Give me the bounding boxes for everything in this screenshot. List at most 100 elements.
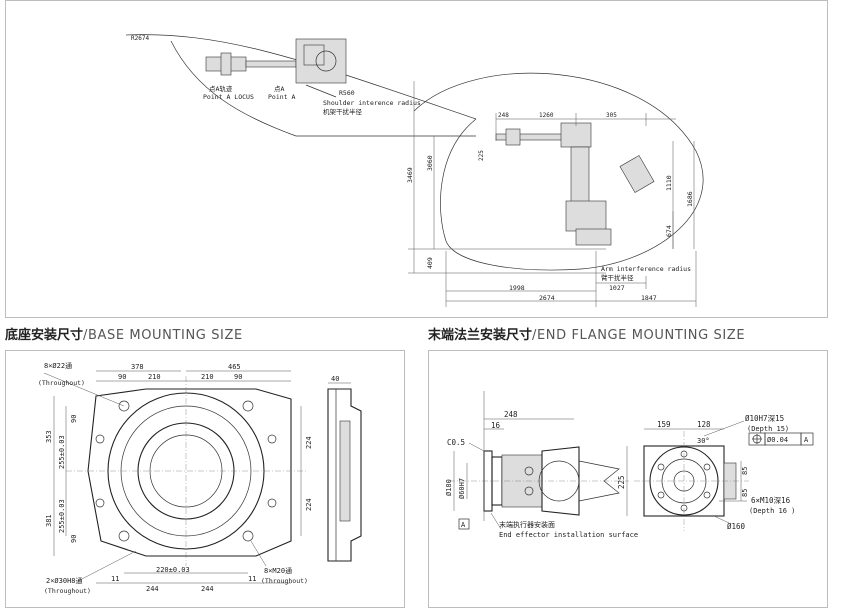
label-90d: 90 [70, 535, 78, 543]
label-381: 381 [45, 514, 53, 527]
flange-heading-cn: 末端法兰安装尺寸 [428, 328, 533, 343]
label-r560: R560 [339, 89, 355, 97]
label-holes2: 2×Ø30H8通 [46, 576, 83, 585]
label-225: 225 [617, 475, 626, 489]
base-heading-en: /BASE MOUNTING SIZE [83, 328, 243, 343]
label-244b: 244 [201, 585, 214, 593]
label-248: 248 [498, 112, 509, 119]
label-through3: (Throughout) [261, 577, 308, 585]
label-3469: 3469 [406, 167, 414, 183]
label-1847: 1847 [641, 294, 657, 302]
working-range-panel: R2674 点A轨迹 Point A LOCUS 点A Point A R560… [5, 0, 828, 318]
leader-d160 [713, 515, 730, 524]
label-surface-en: End effector installation surface [499, 531, 638, 539]
label-224a: 224 [305, 436, 313, 449]
base-heading-cn: 底座安装尺寸 [5, 328, 84, 343]
label-11b: 11 [248, 575, 256, 583]
label-305: 305 [606, 112, 617, 119]
label-d60h7: Ø60H7 [458, 478, 466, 499]
leader-hole10 [703, 420, 745, 437]
flange-heading-en: /END FLANGE MOUNTING SIZE [532, 328, 746, 343]
pointA-locus-arc [170, 40, 297, 137]
label-40: 40 [331, 375, 339, 383]
base-side-view [327, 388, 362, 562]
label-2674: 2674 [539, 294, 555, 302]
label-holes8: 8×Ø22通 [44, 361, 72, 370]
robot-upright [495, 122, 655, 246]
label-pointA-en: Point A [268, 93, 295, 101]
label-378: 378 [131, 363, 144, 371]
label-244a: 244 [146, 585, 159, 593]
label-85b: 85 [741, 489, 749, 497]
label-248: 248 [504, 410, 518, 419]
working-range-drawing: R2674 点A轨迹 Point A LOCUS 点A Point A R560… [125, 34, 704, 307]
label-1998: 1998 [509, 284, 525, 292]
leader-surface [490, 512, 502, 530]
label-d180: Ø180 [445, 479, 453, 496]
label-90c: 90 [70, 415, 78, 423]
base-mounting-holes [95, 400, 277, 542]
label-m10: 6×M10深16 [751, 496, 791, 505]
label-through2: (Throughout) [44, 587, 91, 595]
leader-m20 [250, 540, 267, 567]
label-r2674: R2674 [131, 35, 149, 42]
flange-mounting-drawing: 248 16 C0.5 Ø180 Ø60H7 A 末端执行器安装面 End ef… [445, 391, 814, 539]
label-shoulder-cn: 机架干扰半径 [323, 107, 363, 116]
label-depth15: (Depth 15) [747, 425, 789, 433]
base-outline [87, 388, 292, 557]
label-255a: 255±0.03 [58, 435, 66, 469]
base-mounting-panel: 8×Ø22通 (Throughout) 378 465 90 210 210 9… [5, 350, 405, 608]
label-tol: Ø0.04 [767, 436, 788, 444]
label-225: 225 [478, 150, 485, 161]
label-85a: 85 [741, 467, 749, 475]
label-through1: (Throughout) [38, 379, 85, 387]
label-1260: 1260 [539, 112, 554, 119]
label-c05: C0.5 [447, 438, 465, 447]
label-1027: 1027 [609, 284, 625, 292]
label-224b: 224 [305, 498, 313, 511]
label-depth16: (Depth 16 ) [749, 507, 795, 515]
label-surface-cn: 末端执行器安装面 [499, 520, 555, 529]
tolerance-frame [748, 432, 814, 446]
label-90b: 90 [234, 373, 242, 381]
label-255b: 255±0.03 [58, 499, 66, 533]
flange-side-view [483, 446, 620, 516]
base-outer-circle [107, 392, 265, 550]
label-tol-a: A [804, 436, 809, 444]
label-m20: 8×M20通 [264, 566, 292, 575]
inner-envelope-arc [125, 34, 477, 120]
label-11a: 11 [111, 575, 119, 583]
label-hole10: Ø10H7深15 [745, 414, 784, 423]
datum-a-box [458, 518, 470, 530]
label-210b: 210 [201, 373, 214, 381]
label-90a: 90 [118, 373, 126, 381]
reach-envelope-arc [413, 72, 704, 271]
label-465: 465 [228, 363, 241, 371]
label-datum-a: A [461, 521, 466, 529]
flange-mounting-panel: 248 16 C0.5 Ø180 Ø60H7 A 末端执行器安装面 End ef… [428, 350, 828, 608]
base-heading: 底座安装尺寸/BASE MOUNTING SIZE [5, 324, 243, 343]
label-arm-cn: 臂干扰半径 [601, 273, 634, 282]
label-1686: 1686 [686, 191, 694, 207]
label-674: 674 [665, 225, 673, 237]
leader-holes8 [43, 372, 125, 407]
label-shoulder-en: Shoulder interence radius [323, 99, 421, 107]
label-d160: Ø160 [727, 522, 746, 531]
label-pointA-cn: 点A [274, 85, 285, 93]
label-3060: 3060 [426, 155, 434, 171]
label-353: 353 [45, 430, 53, 443]
robot-horizontal-extended [205, 38, 347, 84]
label-16: 16 [491, 421, 501, 430]
label-128: 128 [697, 420, 711, 429]
label-ang30: 30° [697, 437, 710, 445]
base-inner-circle [137, 422, 235, 520]
flange-heading: 末端法兰安装尺寸/END FLANGE MOUNTING SIZE [428, 324, 745, 343]
label-210a: 210 [148, 373, 161, 381]
label-pointA-locus-cn: 点A轨迹 [209, 84, 233, 93]
r560-leader [305, 84, 337, 98]
leader-holes2 [77, 550, 137, 582]
label-159: 159 [657, 420, 671, 429]
label-220: 220±0.03 [156, 566, 190, 574]
label-1110: 1110 [665, 175, 673, 191]
label-arm-en: Arm interference radius [601, 265, 691, 273]
